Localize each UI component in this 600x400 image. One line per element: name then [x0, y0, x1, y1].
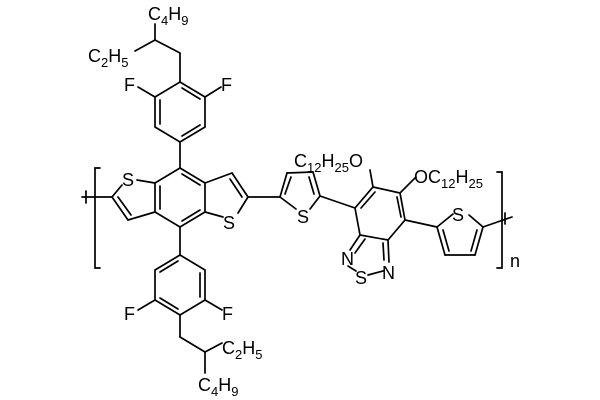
bonds	[81, 23, 513, 374]
right-bracket	[496, 171, 503, 269]
label-btd-n-left: N	[341, 249, 354, 269]
label-bdt-s-left: S	[122, 170, 134, 190]
label-top-f-right: F	[221, 75, 232, 95]
label-btd-n-right: N	[382, 263, 395, 283]
label-bottom-f-right: F	[222, 304, 233, 324]
label-alkoxy-right: OC12H25	[414, 167, 483, 191]
label-top-f-left: F	[124, 75, 135, 95]
label-thiophene1-s: S	[297, 207, 309, 227]
label-repeat-n: n	[510, 251, 520, 271]
label-bottom-c4h9: C4H9	[198, 375, 238, 399]
label-btd-s: S	[355, 268, 367, 288]
label-bdt-s-right: S	[223, 213, 235, 233]
label-bottom-c2h5: C2H5	[222, 338, 262, 362]
label-top-c4h9: C4H9	[148, 4, 188, 28]
label-top-c2h5: C2H5	[88, 46, 128, 70]
label-thiophene2-s: S	[452, 205, 464, 225]
label-alkoxy-left: C12H25O	[294, 151, 363, 175]
label-bottom-f-left: F	[124, 304, 135, 324]
left-bracket	[94, 167, 101, 269]
